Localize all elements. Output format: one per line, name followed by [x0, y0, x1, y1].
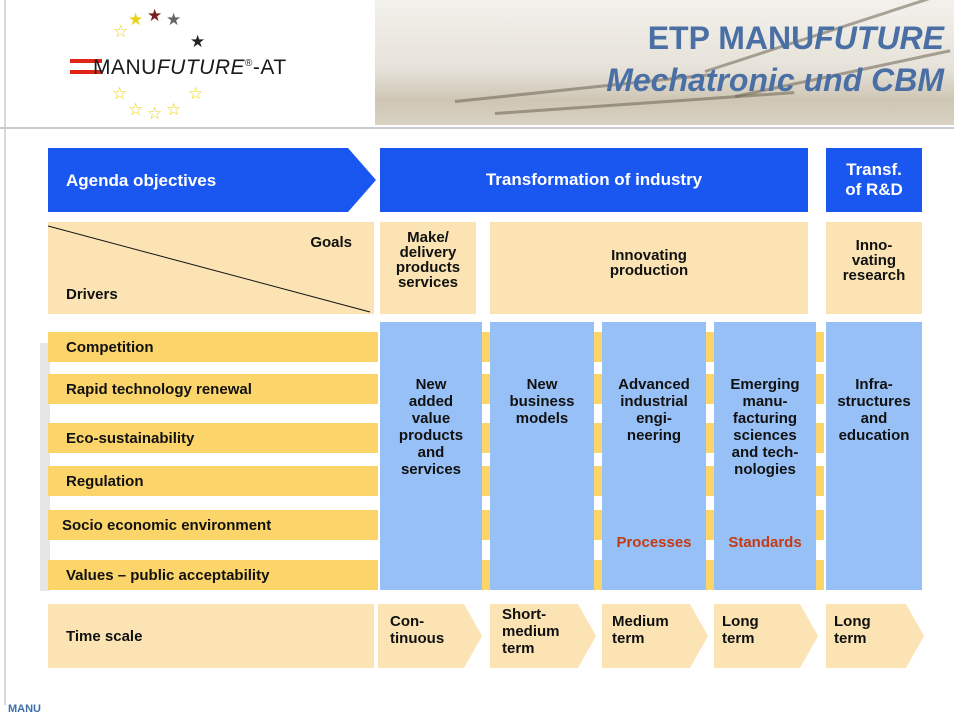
- transf-rd-header: Transf.of R&D: [826, 148, 922, 212]
- star-icon: ★: [166, 10, 182, 29]
- driver-rapid-technology-renewal: Rapid technology renewal: [48, 374, 378, 404]
- driver-connector: [594, 423, 602, 453]
- austria-flag-stripe: [70, 70, 102, 74]
- driver-connector: [816, 374, 824, 404]
- star-icon: ★: [147, 6, 163, 25]
- driver-connector: [594, 466, 602, 496]
- driver-connector: [482, 466, 490, 496]
- driver-connector: [482, 423, 490, 453]
- driver-values-public-acceptability: Values – public acceptability: [48, 560, 378, 590]
- star-icon: ☆: [128, 100, 144, 119]
- tag-processes: Processes: [616, 534, 692, 551]
- driver-socio-economic-environment: Socio economic environment: [48, 510, 378, 540]
- star-icon: ☆: [147, 104, 163, 123]
- driver-connector: [594, 510, 602, 540]
- time-continuous: Con-tinuous: [390, 613, 445, 647]
- manufuture-at-logo: ☆ ★ ★ ★ ★ ☆ ☆ ☆ ☆ ☆: [60, 5, 310, 125]
- driver-connector: [706, 374, 714, 404]
- header-divider: [0, 127, 954, 129]
- star-icon: ★: [190, 32, 206, 51]
- driver-connector: [594, 332, 602, 362]
- diagonal-divider: [48, 225, 371, 313]
- driver-connector: [706, 510, 714, 540]
- austria-flag-stripe: [70, 59, 102, 63]
- driver-connector: [816, 332, 824, 362]
- driver-connector: [816, 423, 824, 453]
- footer-brand: MANU: [8, 703, 41, 715]
- driver-connector: [482, 332, 490, 362]
- slide-left-frame: [4, 0, 6, 705]
- star-icon: ☆: [112, 84, 128, 103]
- driver-connector: [482, 510, 490, 540]
- drivers-side-shade: [40, 343, 50, 591]
- driver-regulation: Regulation: [48, 466, 378, 496]
- driver-connector: [706, 466, 714, 496]
- driver-connector: [816, 560, 824, 590]
- tag-standards: Standards: [728, 534, 802, 551]
- driver-connector: [594, 560, 602, 590]
- driver-connector: [706, 423, 714, 453]
- slide-title-line-1: ETP MANUFUTURE: [647, 20, 944, 56]
- driver-connector: [816, 510, 824, 540]
- slide-title-line-2: Mechatronic und CBM: [606, 62, 944, 98]
- driver-connector: [706, 560, 714, 590]
- driver-eco-sustainability: Eco-sustainability: [48, 423, 378, 453]
- driver-competition: Competition: [48, 332, 378, 362]
- star-icon: ☆: [166, 100, 182, 119]
- drivers-label: Drivers: [66, 286, 118, 303]
- driver-connector: [482, 374, 490, 404]
- time-scale-label: Time scale: [66, 627, 143, 645]
- time-short-medium-arrow: [490, 604, 596, 668]
- time-long-arrow: [714, 604, 818, 668]
- star-icon: ☆: [188, 84, 204, 103]
- time-scale-row-label: Time scale: [48, 604, 374, 668]
- logo-wordmark: MANUFUTURE®-AT: [93, 56, 287, 79]
- agenda-objectives-label: Agenda objectives: [66, 171, 216, 190]
- star-icon: ☆: [113, 22, 129, 41]
- agenda-objectives-arrow: Agenda objectives: [48, 148, 376, 212]
- time-medium-arrow: [602, 604, 708, 668]
- header-photo-background: ETP MANUFUTURE Mechatronic und CBM: [375, 0, 954, 125]
- driver-connector: [482, 560, 490, 590]
- goals-drivers-header-cell: Goals Drivers: [48, 222, 374, 314]
- transformation-of-industry-header: Transformation of industry: [380, 148, 808, 212]
- driver-connector: [594, 374, 602, 404]
- star-icon: ★: [128, 10, 144, 29]
- driver-connector: [816, 466, 824, 496]
- goals-label: Goals: [310, 234, 352, 251]
- time-long-research-arrow: [826, 604, 924, 668]
- driver-connector: [706, 332, 714, 362]
- time-continuous-arrow: [378, 604, 482, 668]
